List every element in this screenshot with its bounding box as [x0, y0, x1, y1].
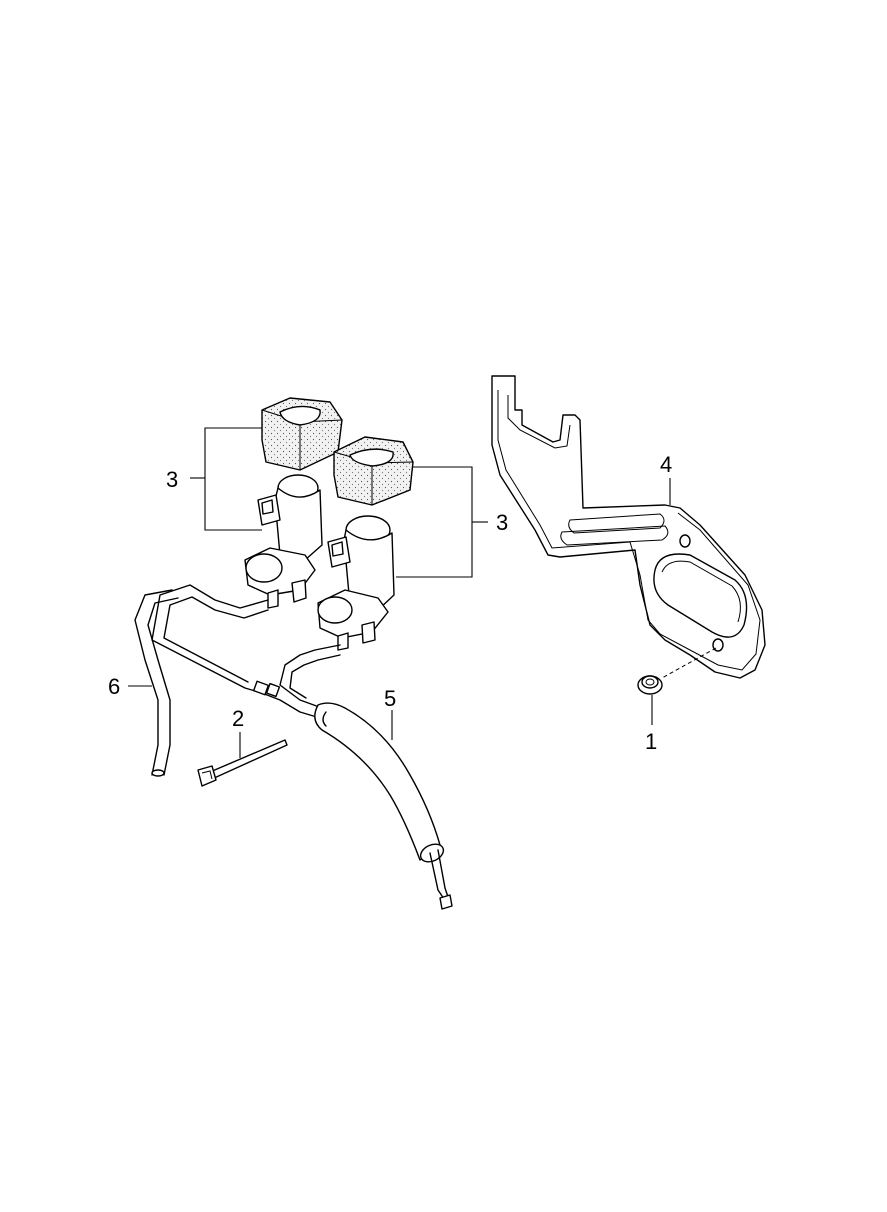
nut: [637, 647, 717, 695]
foam-sleeve-right: [333, 436, 414, 506]
cable-tie: [197, 739, 288, 787]
vacuum-lines: [151, 584, 341, 719]
leader-lines: [128, 427, 671, 758]
callout-3-right: 3: [496, 510, 508, 535]
callout-1: 1: [645, 729, 657, 754]
callout-2: 2: [232, 706, 244, 731]
hose-sleeve: [314, 702, 453, 910]
callout-4: 4: [660, 452, 672, 477]
solenoid-valve-left: [244, 474, 323, 609]
callout-6: 6: [108, 674, 120, 699]
solenoid-valve-right: [317, 515, 395, 651]
mounting-bracket: [491, 375, 766, 679]
callout-3-left: 3: [166, 467, 178, 492]
hose: [134, 589, 179, 777]
foam-sleeve-left: [261, 397, 343, 471]
callout-5: 5: [384, 686, 396, 711]
